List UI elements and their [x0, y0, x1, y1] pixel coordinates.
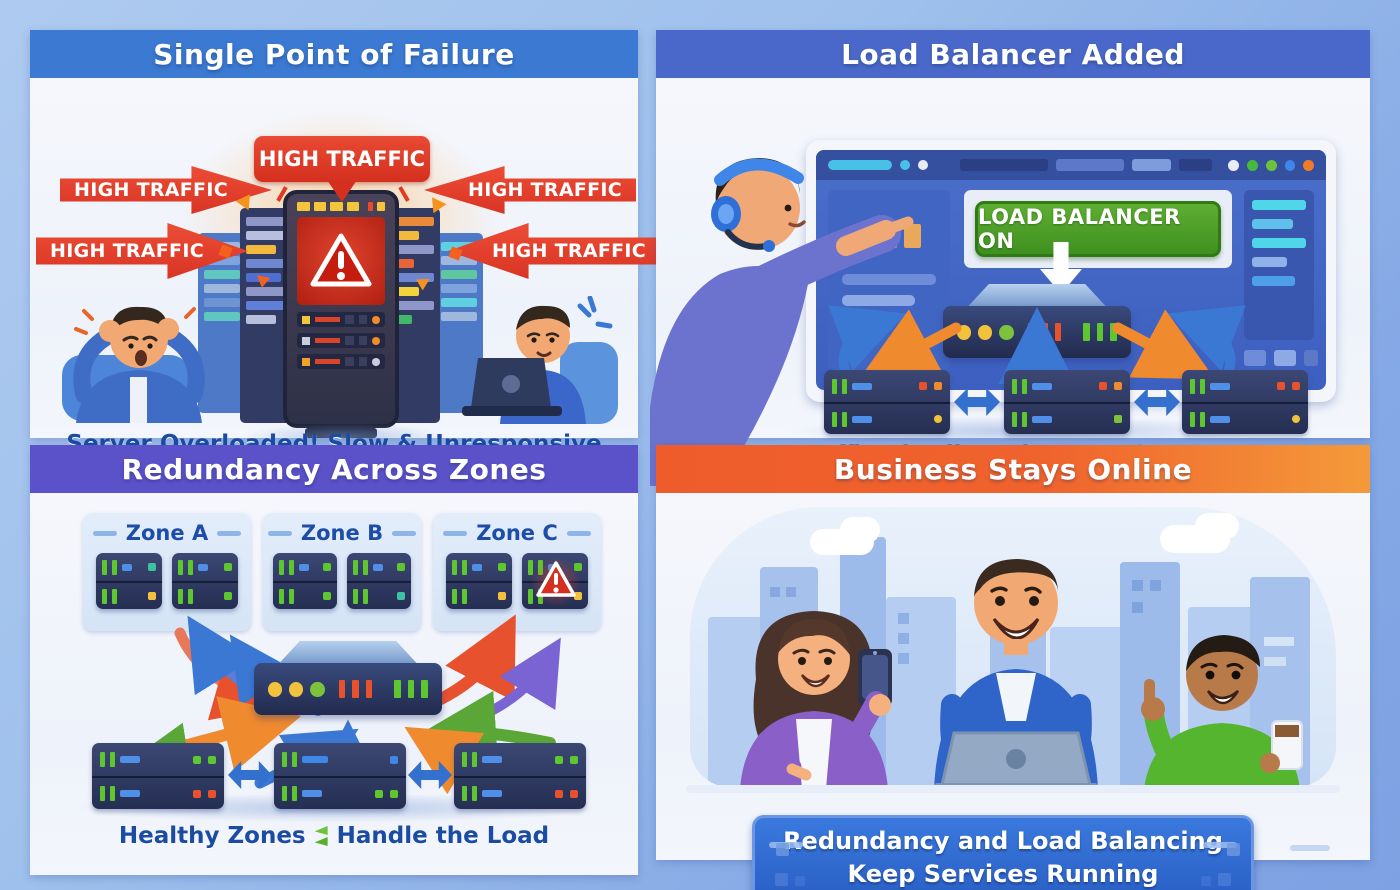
zone-server — [446, 553, 512, 609]
server-stack — [1004, 370, 1130, 434]
server-stack — [92, 743, 224, 809]
panel3-title: Redundancy Across Zones — [121, 452, 547, 486]
screen-widgets — [1244, 350, 1318, 366]
zone-server — [347, 553, 411, 609]
caption-right: Handle the Load — [336, 823, 550, 849]
green-chevron-icon — [314, 826, 328, 846]
panel3-title-bar: Redundancy Across Zones — [30, 445, 638, 493]
panel-single-point-of-failure: Single Point of Failure — [30, 30, 660, 457]
panel1-body: HIGH TRAFFIC HIGH TRAFFIC HIGH TRAFFIC H… — [30, 78, 660, 457]
panel4-title-bar: Business Stays Online — [656, 445, 1370, 493]
table-edge — [686, 785, 1340, 793]
zone-card-c: Zone C — [433, 513, 601, 631]
load-balancer-on-button: LOAD BALANCER ON — [975, 201, 1221, 257]
panel4-title: Business Stays Online — [833, 452, 1193, 486]
panel2-title: Load Balancer Added — [841, 37, 1185, 71]
zone-server-failed — [522, 553, 588, 609]
load-balancer-top — [964, 284, 1110, 310]
warning-triangle-icon — [310, 233, 372, 287]
zone-card-a: Zone A — [83, 513, 251, 631]
server-stack — [274, 743, 406, 809]
button-panel: LOAD BALANCER ON — [964, 190, 1232, 268]
screen-topbar — [816, 150, 1326, 180]
panel4-body: Redundancy and Load Balancing Keep Servi… — [656, 493, 1370, 890]
overloaded-server-tower — [283, 190, 399, 428]
panel-business-stays-online: Business Stays Online — [656, 445, 1370, 890]
panel3-caption: Healthy Zones Handle the Load — [30, 823, 638, 849]
banner-line2: Keep Services Running — [847, 860, 1159, 888]
caption-left: Healthy Zones — [118, 823, 306, 849]
warning-triangle-icon — [536, 561, 576, 597]
banner-line1: Redundancy and Load Balancing — [783, 827, 1223, 855]
person-with-laptop — [462, 296, 618, 424]
zone-server — [172, 553, 238, 609]
cloud — [1195, 513, 1239, 539]
message-banner: Redundancy and Load Balancing Keep Servi… — [752, 815, 1254, 890]
server-stack — [454, 743, 586, 809]
zone-c-label: Zone C — [476, 521, 558, 545]
zone-a-label: Zone A — [125, 521, 209, 545]
stressed-person — [62, 306, 205, 423]
happy-man-thumbs-up — [1141, 635, 1303, 789]
panel-load-balancer-added: Load Balancer Added — [650, 30, 1370, 486]
screen-right-panel — [1244, 190, 1314, 340]
zone-server — [273, 553, 337, 609]
warning-screen — [297, 217, 385, 305]
cloud — [840, 517, 880, 543]
zone-card-b: Zone B — [263, 513, 421, 631]
zone-b-label: Zone B — [300, 521, 384, 545]
panel1-title-bar: Single Point of Failure — [30, 30, 638, 78]
panel1-title: Single Point of Failure — [153, 37, 515, 71]
load-balancer-top — [275, 641, 421, 667]
happy-woman-with-phone — [740, 611, 892, 789]
panel2-body: LOAD BALANCER ON — [650, 78, 1370, 486]
load-balancer-device — [254, 663, 442, 715]
support-agent — [650, 158, 914, 486]
panel3-body: Zone A Zone B — [30, 493, 638, 875]
panel2-title-bar: Load Balancer Added — [656, 30, 1370, 78]
server-stack — [824, 370, 950, 434]
panel-redundancy-across-zones: Redundancy Across Zones Zone A — [30, 445, 638, 875]
server-stack — [1182, 370, 1308, 434]
high-traffic-badge: HIGH TRAFFIC — [254, 136, 430, 182]
happy-man-with-laptop — [934, 559, 1098, 789]
zone-server — [96, 553, 162, 609]
